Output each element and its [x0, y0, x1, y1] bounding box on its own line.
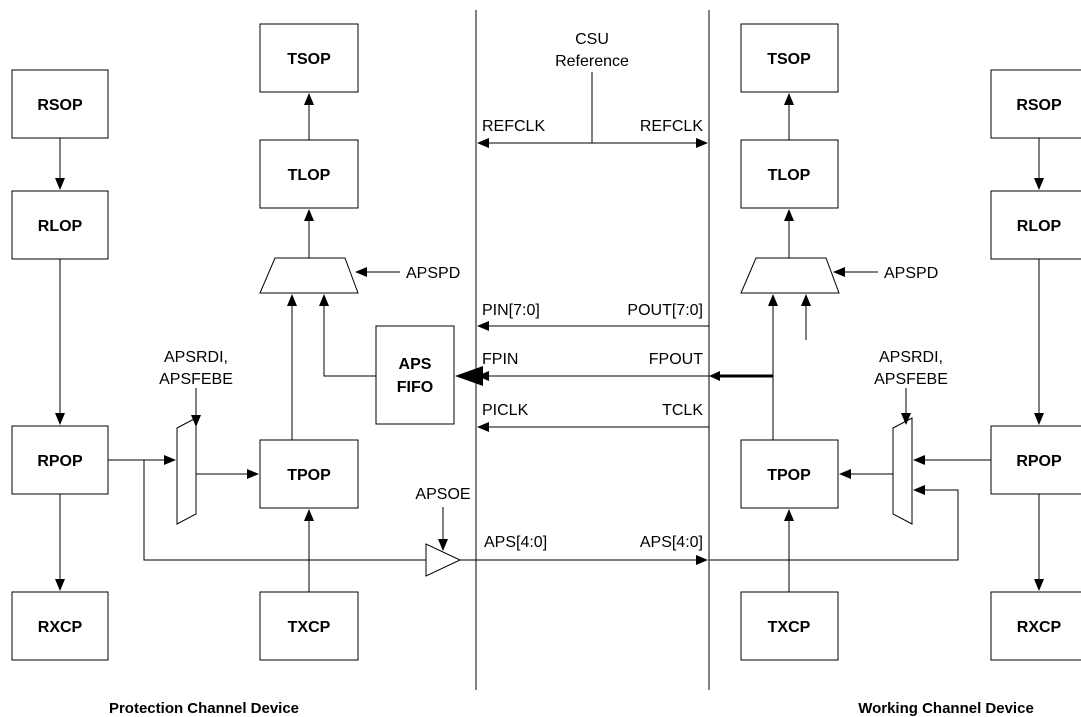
- right-apsrdi-label-line1: APSRDI,: [879, 349, 943, 366]
- right-apspd-label: APSPD: [884, 265, 938, 282]
- aps-fifo-label-line1: APS: [399, 356, 432, 373]
- right-txcp-label: TXCP: [768, 619, 811, 636]
- left-apsrdi-label-line1: APSRDI,: [164, 349, 228, 366]
- right-tlop-block: [740, 139, 839, 209]
- left-tpop-block: [259, 439, 359, 509]
- right-tsop-label: TSOP: [767, 51, 811, 68]
- right-apsrdi-label-line2: APSFEBE: [874, 371, 948, 388]
- right-tpop-block: [740, 439, 839, 509]
- protection-caption: Protection Channel Device: [109, 700, 299, 717]
- csu-label-line1: CSU: [575, 31, 609, 48]
- left-rxcp-label: RXCP: [38, 619, 83, 636]
- left-tsop-label: TSOP: [287, 51, 331, 68]
- left-txcp-label: TXCP: [288, 619, 331, 636]
- right-aps-to-mux-wire: [709, 485, 959, 561]
- right-apsrdi-mux: [892, 417, 913, 525]
- left-aps-tap-wire: [143, 460, 426, 561]
- aps-fifo-block: [375, 325, 455, 425]
- working-caption: Working Channel Device: [858, 700, 1034, 717]
- aps-fifo-label-line2: FIFO: [397, 379, 433, 396]
- pin-label: PIN[7:0]: [482, 302, 540, 319]
- fpout-label: FPOUT: [649, 351, 703, 368]
- left-rsop-label: RSOP: [37, 97, 83, 114]
- left-rsop-block: [11, 69, 109, 139]
- left-rpop-label: RPOP: [37, 453, 83, 470]
- left-rlop-label: RLOP: [38, 218, 83, 235]
- right-fpout-tap-arrow: [709, 371, 720, 381]
- left-tsop-block: [259, 23, 359, 93]
- left-apspd-label: APSPD: [406, 265, 460, 282]
- left-apsrdi-mux: [176, 417, 197, 525]
- refclk-right-label: REFCLK: [640, 118, 703, 135]
- left-apspd-mux: [259, 257, 359, 294]
- left-tpop-label: TPOP: [287, 467, 331, 484]
- right-rlop-block: [990, 190, 1081, 260]
- aps-left-label: APS[4:0]: [484, 534, 547, 551]
- right-tpop-label: TPOP: [767, 467, 811, 484]
- aps-right-label: APS[4:0]: [640, 534, 703, 551]
- right-tsop-block: [740, 23, 839, 93]
- left-fifo-to-apspd-wire: [319, 294, 376, 377]
- protection-channel-device: RSOP RLOP RPOP RXCP TSOP TLOP TPOP TXCP …: [11, 23, 483, 717]
- right-rxcp-label: RXCP: [1017, 619, 1062, 636]
- left-tlop-label: TLOP: [288, 167, 331, 184]
- fpin-label: FPIN: [482, 351, 518, 368]
- right-rxcp-block: [990, 591, 1081, 661]
- csu-reference-label: CSU Reference: [555, 31, 629, 70]
- right-txcp-block: [740, 591, 839, 661]
- right-apspd-mux: [740, 257, 840, 294]
- right-rlop-label: RLOP: [1017, 218, 1062, 235]
- piclk-label: PICLK: [482, 402, 529, 419]
- right-rsop-label: RSOP: [1016, 97, 1062, 114]
- left-txcp-block: [259, 591, 359, 661]
- csu-label-line2: Reference: [555, 53, 629, 70]
- right-rpop-block: [990, 425, 1081, 495]
- working-channel-device: TSOP TLOP TPOP TXCP RSOP RLOP RPOP RXCP …: [709, 23, 1081, 717]
- left-rxcp-block: [11, 591, 109, 661]
- left-rlop-block: [11, 190, 109, 260]
- pout-label: POUT[7:0]: [627, 302, 703, 319]
- refclk-left-label: REFCLK: [482, 118, 545, 135]
- tclk-label: TCLK: [662, 402, 703, 419]
- left-apsrdi-label-line2: APSFEBE: [159, 371, 233, 388]
- right-tlop-label: TLOP: [768, 167, 811, 184]
- apsoe-label: APSOE: [415, 486, 470, 503]
- right-rpop-label: RPOP: [1016, 453, 1062, 470]
- right-rsop-block: [990, 69, 1081, 139]
